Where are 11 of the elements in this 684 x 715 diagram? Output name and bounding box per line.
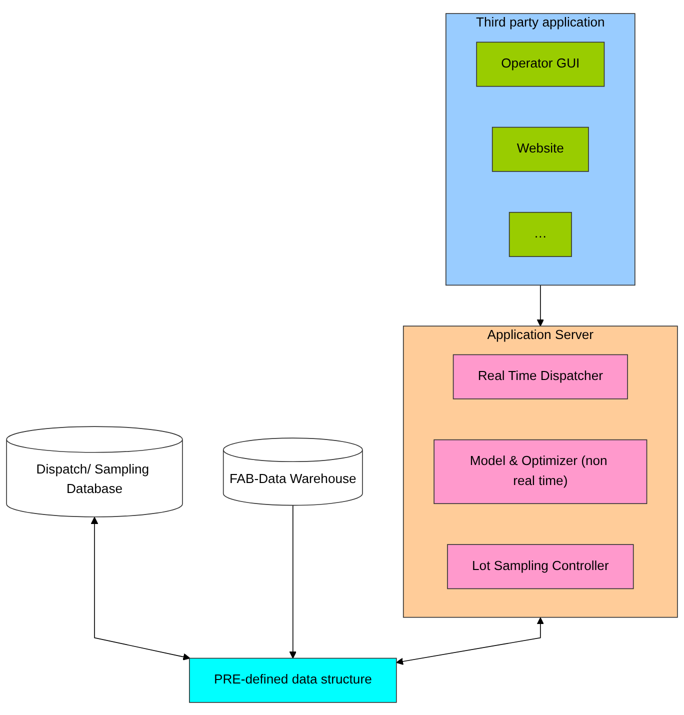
node-box: Operator GUI xyxy=(476,41,605,86)
node-box: PRE-defined data structure xyxy=(189,657,397,702)
node-box: … xyxy=(508,211,572,256)
node-box: Lot Sampling Controller xyxy=(447,544,634,589)
arrow xyxy=(536,284,544,326)
arrow xyxy=(289,504,296,658)
node-box: Real Time Dispatcher xyxy=(452,354,628,399)
arrow xyxy=(396,616,544,664)
arrow xyxy=(90,516,190,660)
node-box: Website xyxy=(492,126,589,172)
node-box: Model & Optimizer (non real time) xyxy=(434,438,648,504)
